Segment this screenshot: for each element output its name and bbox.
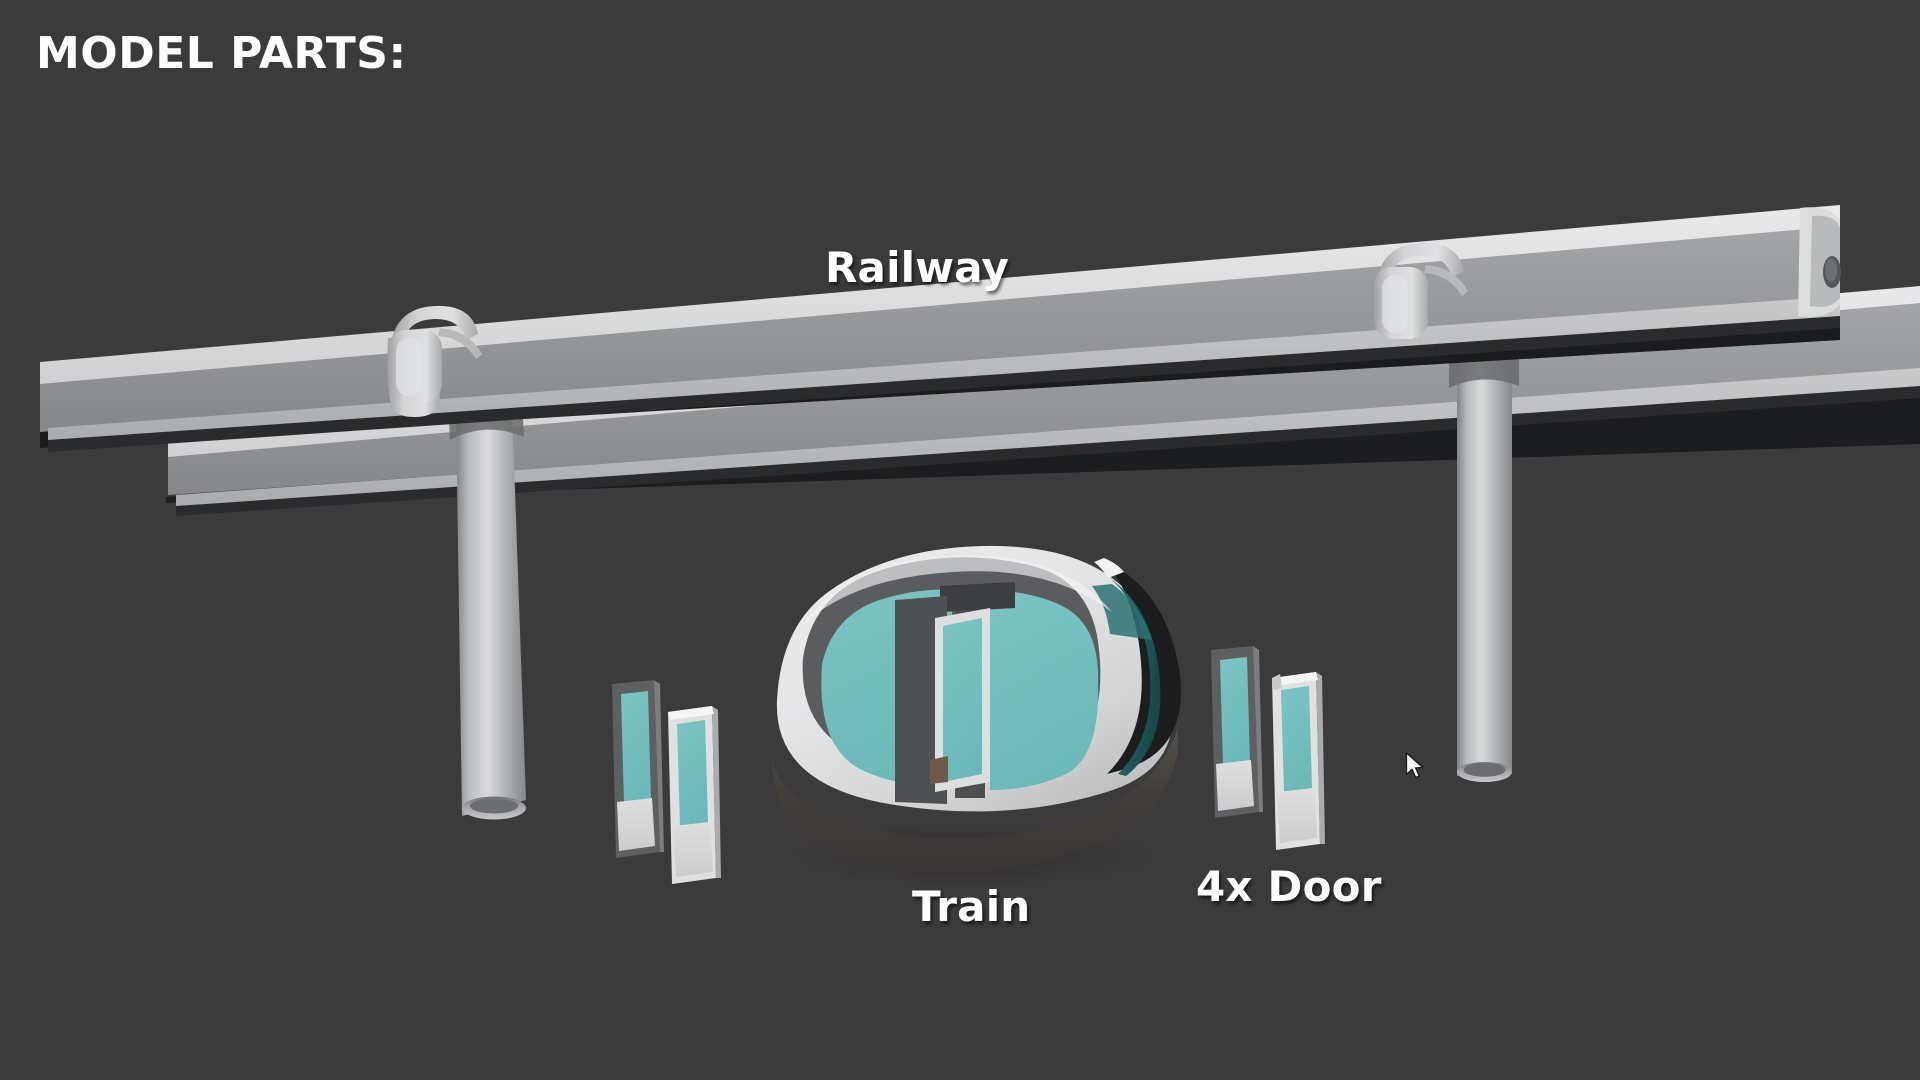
railway-hanger-right: [1374, 242, 1468, 339]
door-part-3[interactable]: [1211, 646, 1263, 818]
door-part-1[interactable]: [612, 680, 664, 858]
railway-hanger-left: [387, 305, 482, 418]
railway-pillar-right: [1449, 342, 1519, 782]
railway-end-cap: [1798, 207, 1841, 317]
door-part-2[interactable]: [668, 706, 721, 884]
part-label-railway: Railway: [825, 243, 1010, 292]
part-label-door: 4x Door: [1196, 862, 1382, 911]
train-cab-door: [895, 596, 990, 804]
train-body: [772, 545, 1181, 872]
door-part-4[interactable]: [1272, 672, 1325, 850]
railway-front-beam: [40, 205, 1841, 452]
railway-part[interactable]: [40, 205, 1920, 820]
page-title: MODEL PARTS:: [36, 28, 407, 79]
part-label-train: Train: [912, 882, 1031, 931]
train-part[interactable]: [765, 545, 1185, 891]
